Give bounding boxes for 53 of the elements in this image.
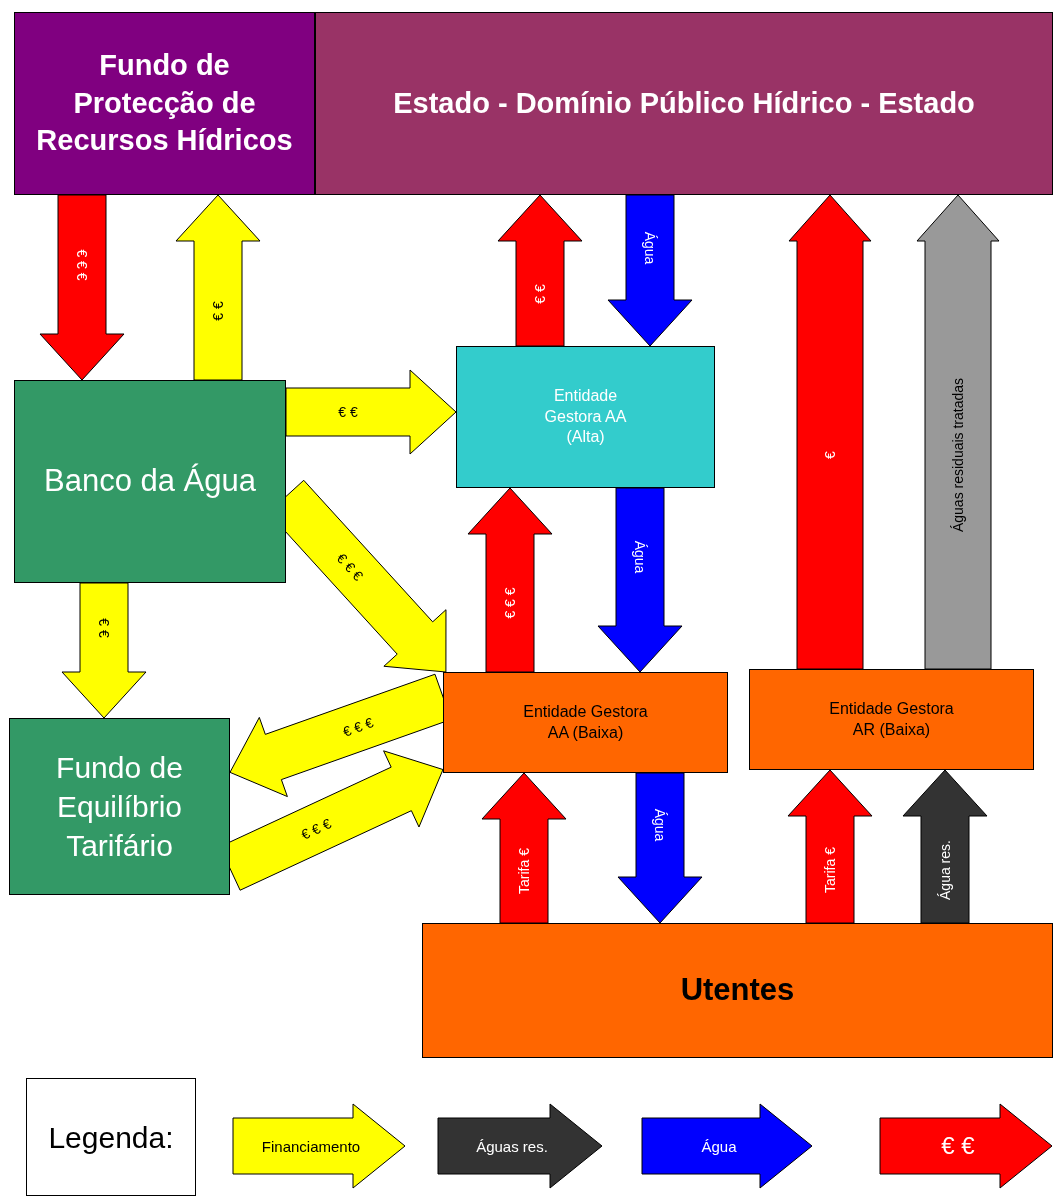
node-label: Entidade Gestora AA (Alta) [543,385,628,448]
edge-label: Água [633,540,647,574]
entity-box [14,12,315,195]
node-label: Fundo de Equilíbrio Tarifário [55,750,184,864]
legend-label: € € [941,1132,975,1160]
node-label: Estado - Domínio Público Hídrico - Estado [393,85,975,121]
edge-label: € € [97,617,111,638]
block-arrow [607,194,693,347]
legend-label: Água [701,1137,737,1155]
entity-box [443,672,728,773]
block-arrow [916,194,1000,670]
entity-box [456,346,715,488]
edge-label: € € [338,405,358,419]
block-arrow [617,772,703,924]
block-arrow [481,772,567,924]
edge-label: Água [643,231,657,264]
entity-box [9,718,230,895]
node-label: Entidade Gestora AR (Baixa) [828,698,955,740]
edge-label: Águas residuais tratadas [951,377,965,533]
legend-label: Financiamento [261,1137,361,1155]
node-label: Fundo de Protecção de Recursos Hídricos [35,47,294,159]
legend-label: Águas res. [476,1137,548,1155]
edge-label: € € € [298,815,333,842]
block-arrow [597,487,683,673]
edge-label: € € € [503,587,517,619]
edge-label: Tarifa € [517,848,531,894]
edge-label: € € € [341,715,376,739]
block-arrow [61,582,147,719]
node-label: Utentes [680,971,795,1010]
edge-label: Água [653,808,667,842]
block-arrow [497,194,583,347]
block-arrow [39,194,125,381]
block-arrow [467,487,553,673]
edge-label: Tarifa € [823,846,837,893]
node-label: Entidade Gestora AA (Baixa) [522,701,649,743]
entity-box [14,380,286,583]
block-arrow [175,194,261,381]
edge-label: € € [211,300,225,321]
edge-label: € [823,451,837,459]
block-arrow [285,369,457,455]
entity-box [422,923,1053,1058]
block-arrow [788,194,872,670]
node-label: Legenda: [48,1119,174,1156]
edge-label: € € [533,283,547,304]
block-arrow [902,769,988,924]
entity-box [315,12,1053,195]
node-label: Banco da Água [44,462,256,501]
entity-box [749,669,1034,770]
edge-label: € € € [334,551,367,584]
legend-box [26,1078,196,1196]
edge-label: € € € [75,248,89,281]
block-arrow [787,769,873,924]
edge-label: Água res. [938,839,952,900]
